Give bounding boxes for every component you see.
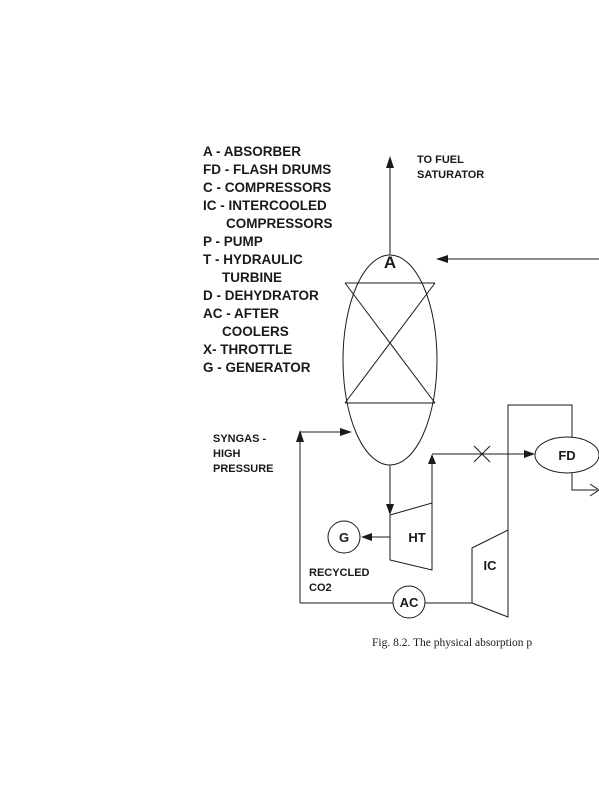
- generator-shaft: [361, 533, 390, 541]
- legend-item: A - ABSORBER: [203, 144, 301, 159]
- throttle-valve: [473, 445, 491, 463]
- flash-drum-label: FD: [558, 448, 575, 463]
- flash-feed-stream: [428, 450, 535, 503]
- legend-item: T - HYDRAULIC: [203, 252, 303, 267]
- recycled-co2-stream: [296, 430, 472, 604]
- legend-item: COMPRESSORS: [226, 216, 333, 231]
- legend-item: COOLERS: [222, 324, 289, 339]
- intercooled-compressor-label: IC: [484, 558, 498, 573]
- fuel-outlet-stream: [386, 156, 394, 255]
- hydraulic-turbine-label: HT: [408, 530, 425, 545]
- after-cooler: AC: [392, 585, 426, 619]
- legend-item: P - PUMP: [203, 234, 263, 249]
- solvent-return-stream: [436, 255, 599, 263]
- syngas-label: PRESSURE: [213, 463, 274, 475]
- syngas-label: SYNGAS -: [213, 433, 267, 445]
- legend-item: C - COMPRESSORS: [203, 180, 331, 195]
- legend-item: AC - AFTER: [203, 306, 279, 321]
- absorber-label: A: [384, 253, 396, 272]
- to-fuel-label: TO FUEL: [417, 154, 464, 166]
- flash-liquid-stream: [571, 473, 599, 497]
- recycled-co2-label: RECYCLED: [309, 567, 370, 579]
- legend: A - ABSORBER FD - FLASH DRUMS C - COMPRE…: [203, 144, 333, 375]
- intercooled-compressor: IC: [471, 529, 509, 618]
- recycled-co2-label: CO2: [309, 582, 332, 594]
- syngas-label: HIGH: [213, 448, 241, 460]
- flash-drum: FD: [534, 436, 599, 474]
- legend-item: X- THROTTLE: [203, 342, 292, 357]
- absorber-column: A: [342, 253, 438, 466]
- legend-item: IC - INTERCOOLED: [203, 198, 327, 213]
- legend-item: G - GENERATOR: [203, 360, 311, 375]
- legend-item: D - DEHYDRATOR: [203, 288, 319, 303]
- to-fuel-label: SATURATOR: [417, 169, 484, 181]
- generator: G: [327, 520, 361, 554]
- legend-item: TURBINE: [222, 270, 282, 285]
- generator-label: G: [339, 530, 349, 545]
- figure-caption: Fig. 8.2. The physical absorption p: [372, 637, 532, 649]
- legend-item: FD - FLASH DRUMS: [203, 162, 331, 177]
- hydraulic-turbine: HT: [389, 502, 433, 571]
- rich-solvent-stream: [386, 465, 394, 515]
- after-cooler-label: AC: [400, 595, 419, 610]
- flash-vapor-stream: [507, 404, 573, 530]
- syngas-inlet-stream: [300, 428, 352, 436]
